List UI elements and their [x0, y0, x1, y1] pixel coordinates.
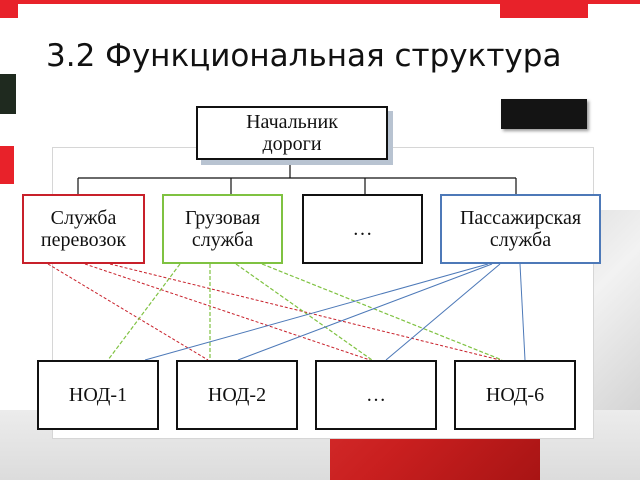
- decor-left-red-top: [0, 0, 18, 18]
- link-blue-2: [237, 263, 493, 361]
- node-other-services-label: …: [352, 218, 373, 240]
- link-red-2: [84, 263, 371, 361]
- slide-title: 3.2 Функциональная структура: [46, 38, 562, 74]
- node-road-chief: Начальник дороги: [196, 106, 388, 160]
- node-nod-6: НОД-6: [454, 360, 576, 430]
- decor-right-red: [500, 0, 588, 18]
- node-nod-2-label: НОД-2: [207, 384, 267, 406]
- link-green-1: [107, 263, 181, 361]
- link-blue-4: [519, 263, 526, 361]
- node-other-nods: …: [315, 360, 437, 430]
- node-transport-service-label: Служба перевозок: [40, 207, 127, 251]
- link-blue-3: [385, 263, 501, 361]
- decor-left-dark: [0, 74, 16, 114]
- node-transport-service: Служба перевозок: [22, 194, 145, 264]
- node-freight-service: Грузовая служба: [162, 194, 283, 264]
- link-green-4: [261, 263, 503, 361]
- decor-left-red: [0, 146, 14, 184]
- link-blue-1: [144, 263, 489, 361]
- link-green-3: [235, 263, 373, 361]
- node-other-services: …: [302, 194, 423, 264]
- node-passenger-service-label: Пассажирская служба: [459, 207, 582, 251]
- node-nod-2: НОД-2: [176, 360, 298, 430]
- node-freight-service-label: Грузовая служба: [184, 207, 261, 251]
- node-passenger-service: Пассажирская служба: [440, 194, 601, 264]
- node-road-chief-label: Начальник дороги: [246, 111, 338, 155]
- link-red-1: [47, 263, 209, 361]
- node-nod-6-label: НОД-6: [485, 384, 545, 406]
- node-nod-1: НОД-1: [37, 360, 159, 430]
- decor-top-bar: [0, 0, 640, 4]
- decor-right-black: [501, 99, 587, 129]
- node-other-nods-label: …: [366, 384, 386, 406]
- node-nod-1-label: НОД-1: [68, 384, 128, 406]
